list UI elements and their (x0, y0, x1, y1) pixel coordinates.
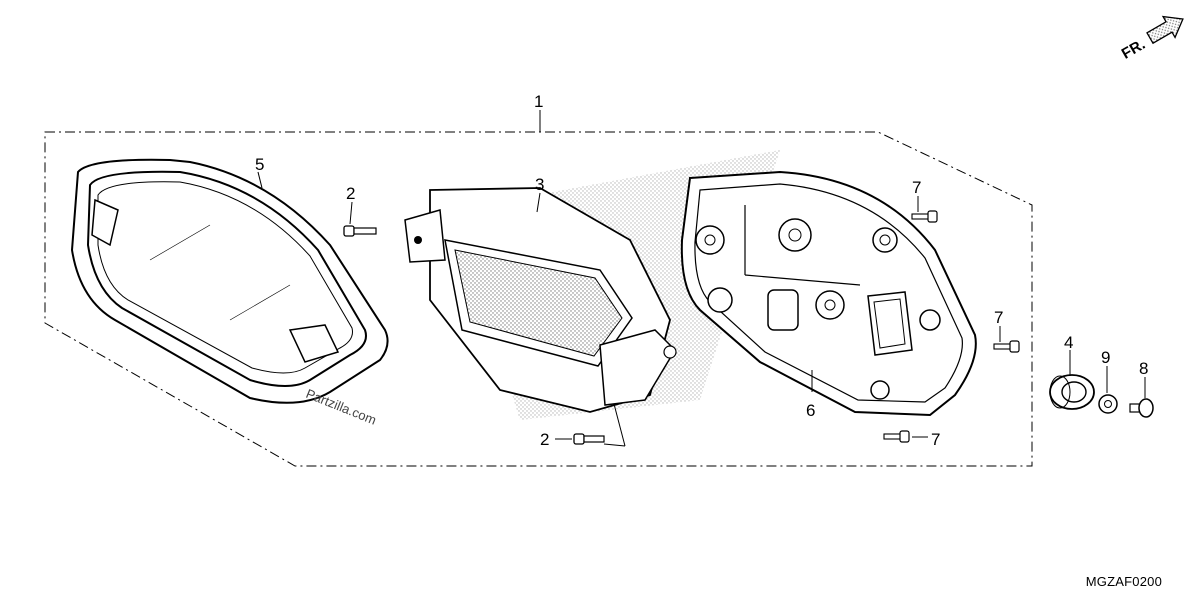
front-direction-indicator: FR. (1119, 15, 1184, 63)
callout-7-top: 7 (912, 178, 921, 197)
grommet[interactable] (1049, 374, 1095, 410)
screw-7-top[interactable] (911, 210, 938, 223)
leader-3 (536, 192, 541, 213)
callout-2-upper: 2 (346, 184, 355, 203)
screw-7-bottom[interactable] (883, 430, 910, 443)
screw-7-right[interactable] (993, 340, 1020, 353)
callout-4: 4 (1064, 333, 1073, 352)
callout-5: 5 (255, 155, 264, 174)
assembly-boundary (44, 131, 1033, 467)
screw-upper[interactable] (343, 225, 377, 237)
screw-lower[interactable] (573, 433, 605, 445)
direction-label: FR. (1119, 36, 1148, 63)
leader-5 (257, 171, 263, 189)
meter-lens-cover[interactable] (70, 158, 389, 404)
diagram-code: MGZAF0200 (1085, 574, 1162, 589)
leader-2b-to-unit-b (613, 403, 626, 447)
watermark: Partzilla.com (304, 386, 379, 428)
callout-6: 6 (806, 401, 815, 420)
callout-2-lower: 2 (540, 430, 549, 449)
bolt[interactable] (1129, 398, 1154, 418)
meter-case[interactable] (680, 170, 977, 417)
leader-2a (349, 201, 353, 225)
callout-8: 8 (1139, 359, 1148, 378)
callout-7-bottom: 7 (931, 430, 940, 449)
arrow-right-icon (1146, 15, 1184, 45)
callout-3: 3 (535, 175, 544, 194)
washer[interactable] (1098, 394, 1118, 414)
meter-unit[interactable] (404, 187, 677, 413)
callout-7-right: 7 (994, 308, 1003, 327)
leader-2b-to-unit (603, 443, 626, 447)
callout-9: 9 (1101, 348, 1110, 367)
callout-1: 1 (534, 92, 543, 111)
